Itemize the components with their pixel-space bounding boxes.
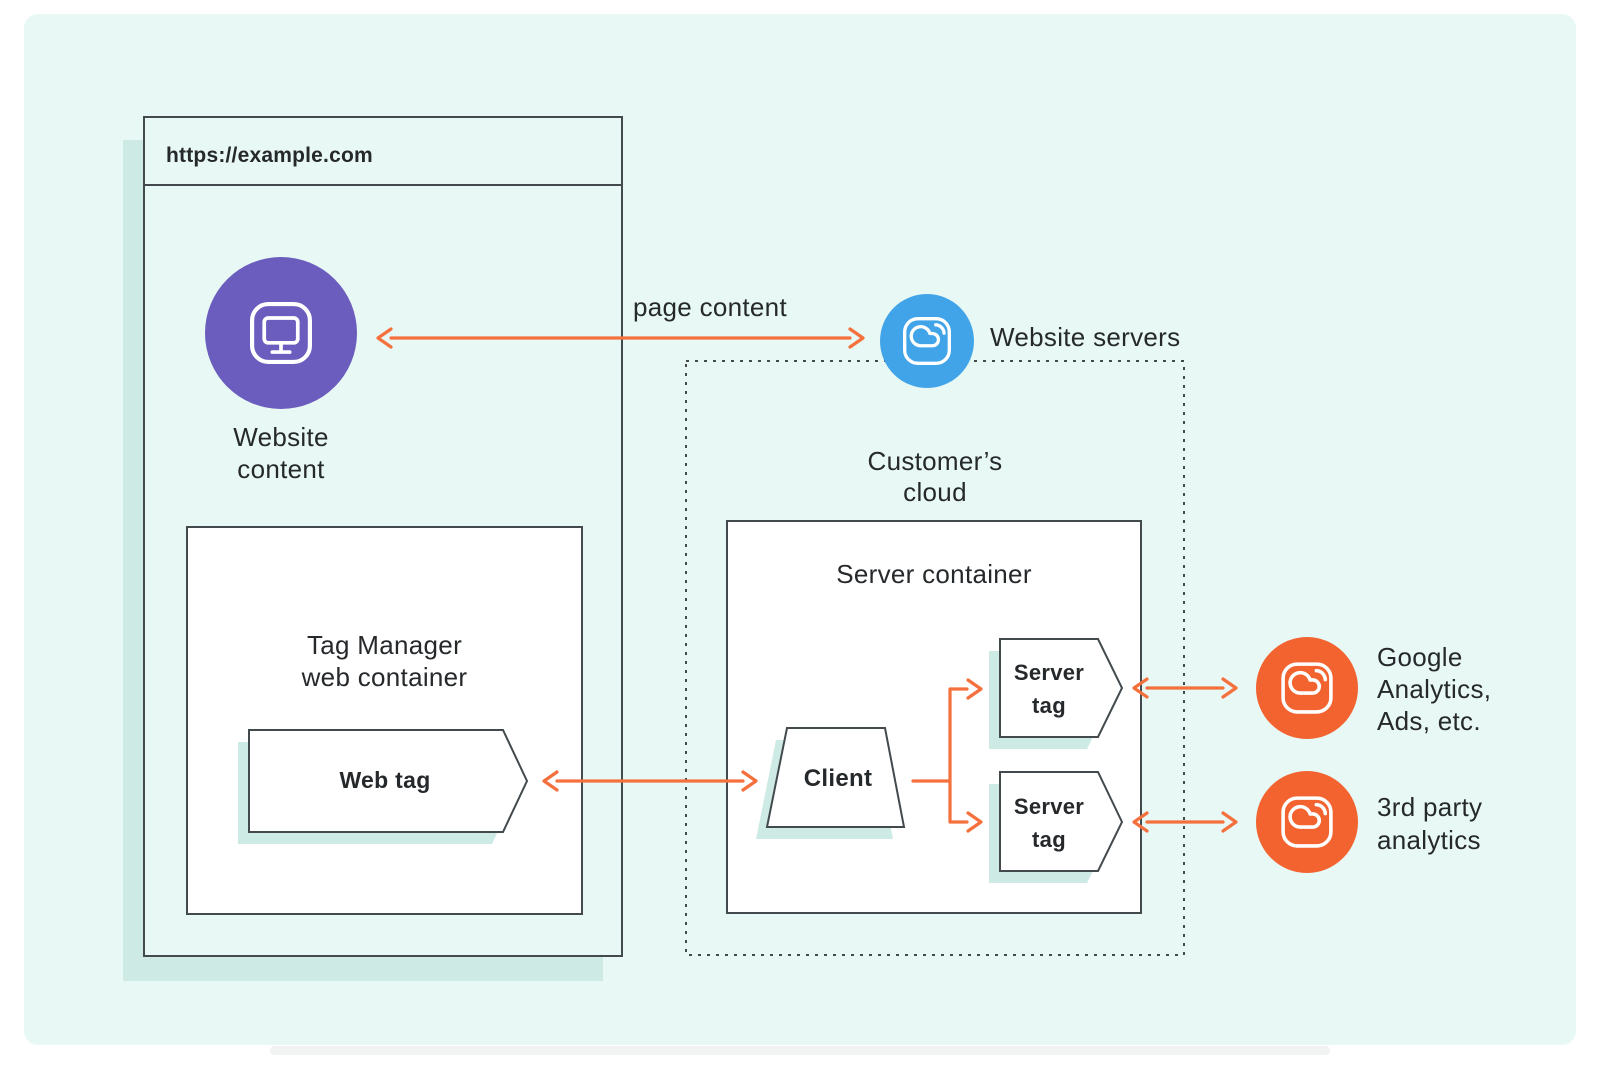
server-tag-1-line1: Server xyxy=(1013,660,1085,685)
page-content-label: page content xyxy=(633,292,787,322)
third-party-analytics-circle xyxy=(1256,771,1358,873)
cloud-icon xyxy=(903,317,951,365)
website-content-line2: content xyxy=(237,454,325,484)
website-content-line1: Website xyxy=(233,422,329,452)
bottom-edge-smudge xyxy=(270,1046,1330,1055)
website-servers-label: Website servers xyxy=(990,322,1181,352)
website-content-circle xyxy=(205,257,357,409)
google-analytics-label: Google Analytics, Ads, etc. xyxy=(1377,641,1491,737)
website-servers-circle xyxy=(880,294,974,388)
tag-manager-label: Tag Manager web container xyxy=(264,629,505,693)
server-container-label: Server container xyxy=(836,559,1032,589)
monitor-icon xyxy=(250,302,312,364)
browser-url: https://example.com xyxy=(166,144,373,167)
server-tag-2-label: Server tag xyxy=(989,790,1109,856)
client-label: Client xyxy=(803,765,873,792)
tag-manager-title-line2: web container xyxy=(301,662,468,692)
browser-titlebar-divider xyxy=(145,184,621,186)
google-analytics-circle xyxy=(1256,637,1358,739)
third-party-analytics-label: 3rd party analytics xyxy=(1377,791,1482,857)
server-tag-2-line2: tag xyxy=(1032,827,1066,852)
google-analytics-line3: Ads, etc. xyxy=(1377,706,1481,736)
cloud-icon xyxy=(1281,662,1333,714)
customers-cloud-label: Customer’s cloud xyxy=(867,446,1003,508)
server-tag-1-line2: tag xyxy=(1032,693,1066,718)
third-party-line2: analytics xyxy=(1377,825,1481,855)
website-content-label: Website content xyxy=(181,421,381,485)
server-tag-1-label: Server tag xyxy=(989,656,1109,722)
cloud-icon xyxy=(1281,796,1333,848)
third-party-line1: 3rd party xyxy=(1377,792,1483,822)
tag-manager-title-line1: Tag Manager xyxy=(306,630,463,660)
tag-manager-web-container-box xyxy=(186,526,583,915)
server-tag-2-line1: Server xyxy=(1013,794,1085,819)
web-tag-label: Web tag xyxy=(339,767,431,793)
google-analytics-line2: Analytics, xyxy=(1377,674,1492,704)
google-analytics-line1: Google xyxy=(1377,642,1463,672)
